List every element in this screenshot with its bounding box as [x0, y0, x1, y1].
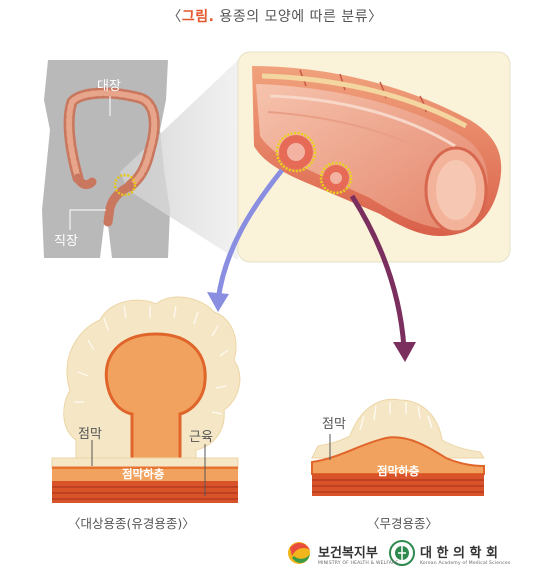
ministry-logo-icon [288, 542, 310, 564]
zoom-beam [120, 60, 238, 260]
pedunculated-caption: 〈대상용종(유경용종)〉 [68, 516, 195, 531]
colon-illustration [63, 87, 160, 227]
academy-logo-name: 대 한 의 학 회 [420, 546, 498, 561]
rectum-label: 직장 [54, 234, 78, 249]
ministry-logo-sub: MINISTRY OF HEALTH & WELFARE [318, 561, 399, 566]
pedunculated-muscle-label: 근육 [189, 430, 213, 445]
colon-label: 대장 [97, 79, 121, 94]
arrow-head-right [393, 342, 416, 362]
pedunculated-polyp [51, 296, 241, 503]
figure-title: 〈그림. 용종의 모양에 따른 분류〉 [167, 9, 383, 25]
arrow-to-sessile [349, 194, 407, 349]
figure-label: 그림. [181, 9, 215, 25]
sessile-polyp [311, 398, 485, 496]
sessile-caption: 〈무경용종〉 [367, 516, 439, 531]
zoom-panel [237, 51, 511, 263]
arrow-to-pedunculated [215, 168, 284, 301]
sessile-submucosa-label: 점막하층 [377, 464, 420, 478]
arrow-head-left [207, 292, 229, 312]
pedunculated-mucosa-label: 점막 [78, 427, 102, 442]
ministry-logo-name: 보건복지부 [318, 546, 378, 561]
sessile-mucosa-label: 점막 [322, 417, 346, 432]
academy-logo-sub: Korean Academy of Medical Sciences [420, 561, 511, 566]
rectum-pointer [69, 209, 106, 230]
academy-logo-icon [389, 540, 415, 566]
pedunculated-submucosa-label: 점막하층 [122, 467, 165, 481]
polyp-location-marker [113, 173, 137, 197]
